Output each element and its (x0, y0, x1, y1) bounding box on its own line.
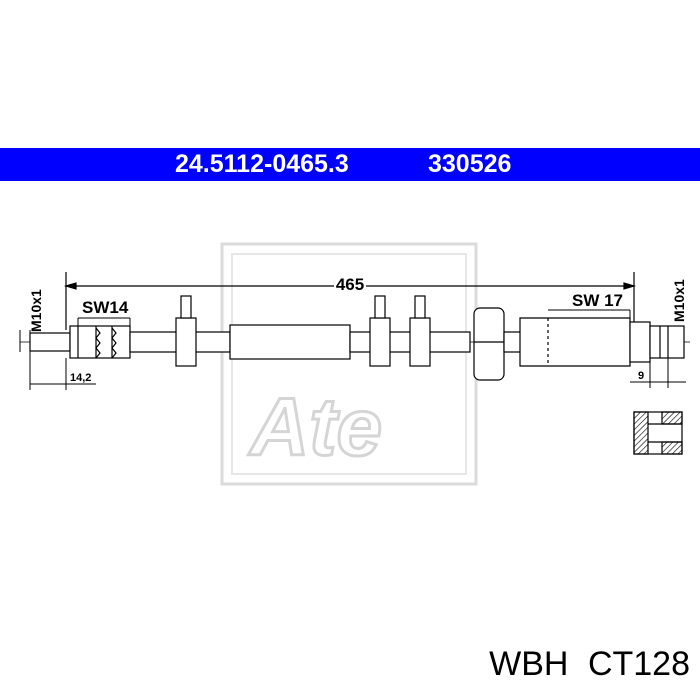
right-thread-label: M10x1 (671, 279, 687, 322)
bracket-clip-2 (369, 295, 391, 367)
grommet (473, 307, 505, 381)
length-label-bg (334, 274, 366, 292)
right-hose (503, 317, 631, 367)
right-fitting (629, 321, 685, 363)
left-small-dimension (29, 352, 96, 390)
left-wrench-callout (77, 317, 131, 326)
title-banner: 24.5112-0465.3 330526 (0, 148, 700, 181)
part-number: 24.5112-0465.3 (175, 150, 349, 178)
fitting-section-detail (633, 411, 683, 455)
brand-name: WBH (489, 645, 569, 683)
product-caption: WBH CT128 (479, 645, 690, 684)
bracket-clip-1 (175, 295, 197, 367)
bracket-clip-3 (409, 295, 431, 367)
left-thread-label: M10x1 (28, 289, 44, 332)
left-fitting (29, 325, 131, 359)
left-wrench-label: SW14 (82, 298, 129, 317)
model-number: CT128 (587, 645, 690, 683)
right-small-dimension (630, 358, 686, 388)
right-wrench-callout (548, 309, 631, 318)
left-thread-dimension (19, 330, 31, 352)
left-dim-label: 14,2 (70, 372, 91, 384)
watermark-text: Ate (248, 382, 382, 473)
reference-number: 330526 (428, 150, 512, 178)
length-label: 465 (336, 275, 364, 294)
ate-watermark-logo: Ate (220, 242, 478, 486)
right-dim-label: 9 (638, 370, 644, 382)
right-wrench-label: SW 17 (572, 291, 623, 310)
